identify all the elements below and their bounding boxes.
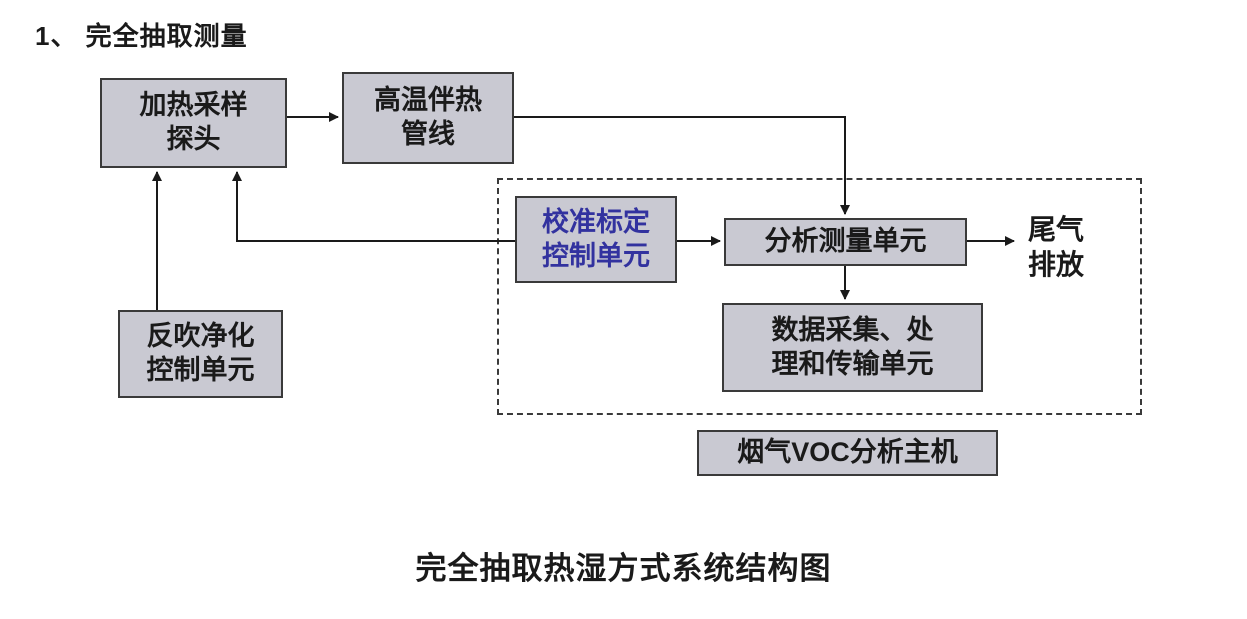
node-label-line: 数据采集、处 (771, 314, 934, 345)
page-title: 1、 完全抽取测量 (35, 21, 248, 51)
exhaust-line: 排放 (1028, 249, 1085, 280)
node-calibration-control-unit: 校准标定 控制单元 (515, 196, 677, 283)
node-label-line: 高温伴热 (374, 85, 482, 116)
node-label-line: 分析测量单元 (764, 226, 927, 257)
arrow-calibration-to-probe (232, 171, 515, 242)
label-exhaust-discharge: 尾气 排放 (1028, 212, 1084, 282)
exhaust-line: 尾气 (1028, 214, 1085, 245)
node-label-line: 烟气VOC分析主机 (737, 437, 958, 468)
node-data-acquisition-unit: 数据采集、处 理和传输单元 (722, 303, 983, 392)
node-label-line: 理和传输单元 (771, 348, 934, 379)
node-analysis-measurement-unit: 分析测量单元 (724, 218, 967, 266)
node-heated-sampling-probe: 加热采样 探头 (100, 78, 287, 168)
node-label-line: 加热采样 (139, 90, 248, 121)
node-blowback-purge-control-unit: 反吹净化 控制单元 (118, 310, 283, 398)
node-label-line: 探头 (166, 124, 221, 154)
node-label-line: 控制单元 (146, 355, 255, 385)
node-label-line: 控制单元 (542, 240, 650, 271)
node-heat-traced-pipeline: 高温伴热 管线 (342, 72, 514, 164)
diagram-caption: 完全抽取热湿方式系统结构图 (415, 551, 832, 586)
node-label-line: 反吹净化 (146, 321, 255, 352)
node-label-line: 校准标定 (542, 206, 650, 237)
node-label-line: 管线 (401, 119, 455, 149)
label-voc-analysis-host: 烟气VOC分析主机 (697, 430, 998, 476)
